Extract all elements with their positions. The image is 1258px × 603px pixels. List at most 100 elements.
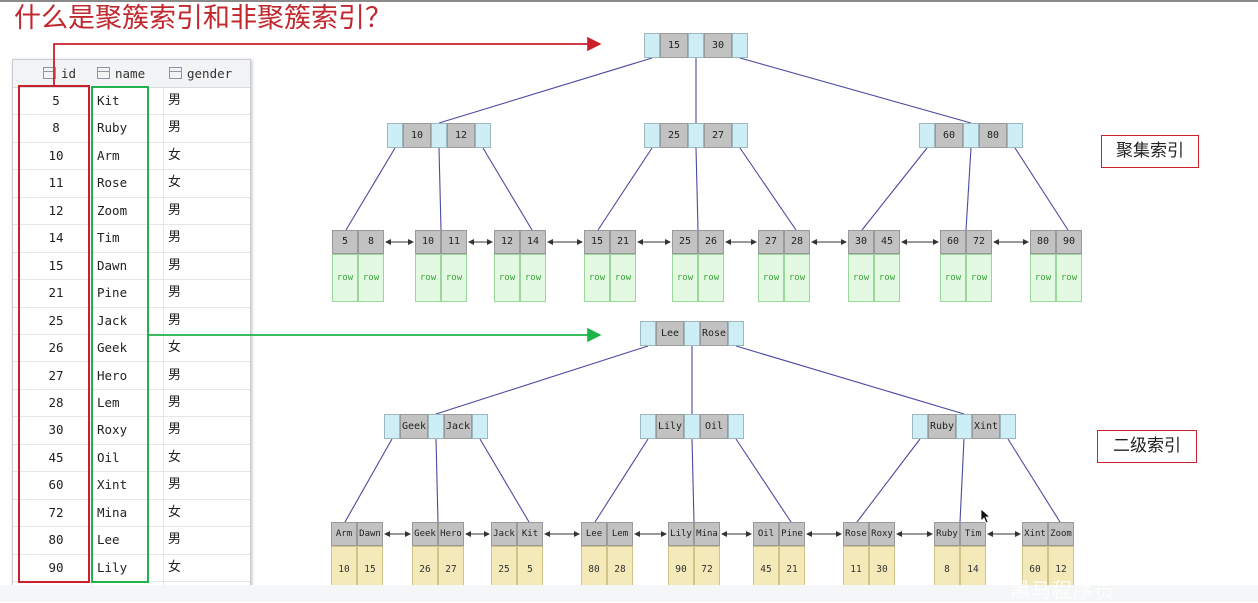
- cell-id: 80: [48, 532, 64, 548]
- node-pointer: [956, 414, 972, 439]
- tree-edge: [479, 438, 530, 523]
- cell-gender: 男: [168, 93, 182, 108]
- leaf-value: row: [698, 254, 724, 302]
- leaf-key: Dawn: [357, 522, 383, 546]
- watermark: 黑马程序员: [1010, 578, 1115, 602]
- column-icon: [97, 67, 110, 79]
- cell-id: 15: [48, 257, 64, 273]
- cell-name: Pine: [97, 285, 128, 301]
- column-header-id[interactable]: id: [43, 60, 76, 87]
- node-pointer: [732, 33, 748, 58]
- cell-name: Geek: [97, 340, 128, 356]
- tree-edge: [856, 438, 921, 523]
- cell-name: Rose: [97, 175, 128, 191]
- tree-edge: [597, 147, 653, 231]
- node-pointer: [384, 414, 400, 439]
- id-to-clustered-arrow: [53, 36, 602, 85]
- cell-id: 8: [52, 120, 60, 136]
- tree-edge: [344, 438, 393, 523]
- cell-name: Ruby: [97, 120, 128, 136]
- tree-edge: [438, 57, 653, 124]
- node-pointer: [1007, 123, 1023, 148]
- leaf-key: 30: [848, 230, 874, 254]
- cell-gender: 女: [168, 449, 182, 465]
- leaf-value: row: [1056, 254, 1082, 302]
- leaf-value: row: [610, 254, 636, 302]
- leaf-key: 12: [494, 230, 520, 254]
- cell-id: 21: [48, 285, 64, 301]
- cell-name: Lem: [97, 394, 120, 410]
- cell-name: Mina: [97, 504, 128, 520]
- cell-gender: 女: [168, 147, 182, 163]
- tree-edge: [435, 438, 439, 523]
- node-key: Xint: [972, 414, 1000, 439]
- leaf-key: 27: [758, 230, 784, 254]
- node-pointer: [431, 123, 447, 148]
- leaf-key: Kit: [517, 522, 543, 546]
- column-header-name[interactable]: name: [97, 60, 145, 87]
- leaf-key: 28: [784, 230, 810, 254]
- tree-edge: [345, 147, 396, 231]
- tree-edge: [438, 147, 442, 231]
- node-pointer: [728, 321, 744, 346]
- node-pointer: [644, 33, 660, 58]
- tree-edge: [965, 147, 972, 231]
- column-divider: [163, 87, 164, 586]
- leaf-value: row: [332, 254, 358, 302]
- node-key: 12: [447, 123, 475, 148]
- leaf-value: row: [758, 254, 784, 302]
- node-pointer: [684, 321, 700, 346]
- cell-id: 11: [48, 175, 64, 191]
- leaf-value: row: [584, 254, 610, 302]
- leaf-value: row: [940, 254, 966, 302]
- leaf-value: row: [966, 254, 992, 302]
- clustered-index-label: 聚集索引: [1101, 135, 1199, 168]
- node-key: 27: [704, 123, 732, 148]
- leaf-value: row: [441, 254, 467, 302]
- tree-edge: [861, 147, 928, 231]
- leaf-key: 15: [584, 230, 610, 254]
- leaf-key: Lem: [607, 522, 633, 546]
- cell-name: Lee: [97, 532, 120, 548]
- cell-name: Dawn: [97, 257, 128, 273]
- leaf-key: Mina: [694, 522, 720, 546]
- cell-id: 26: [48, 340, 64, 356]
- top-border: [0, 0, 1258, 2]
- cell-name: Arm: [97, 147, 120, 163]
- column-header-gender[interactable]: gender: [169, 60, 232, 87]
- tree-edge: [1014, 147, 1069, 231]
- node-pointer: [640, 321, 656, 346]
- leaf-key: 90: [1056, 230, 1082, 254]
- cell-gender: 男: [168, 422, 182, 438]
- leaf-key: 5: [332, 230, 358, 254]
- leaf-key: Jack: [491, 522, 517, 546]
- leaf-key: 45: [874, 230, 900, 254]
- leaf-key: Ruby: [934, 522, 960, 546]
- leaf-key: 8: [358, 230, 384, 254]
